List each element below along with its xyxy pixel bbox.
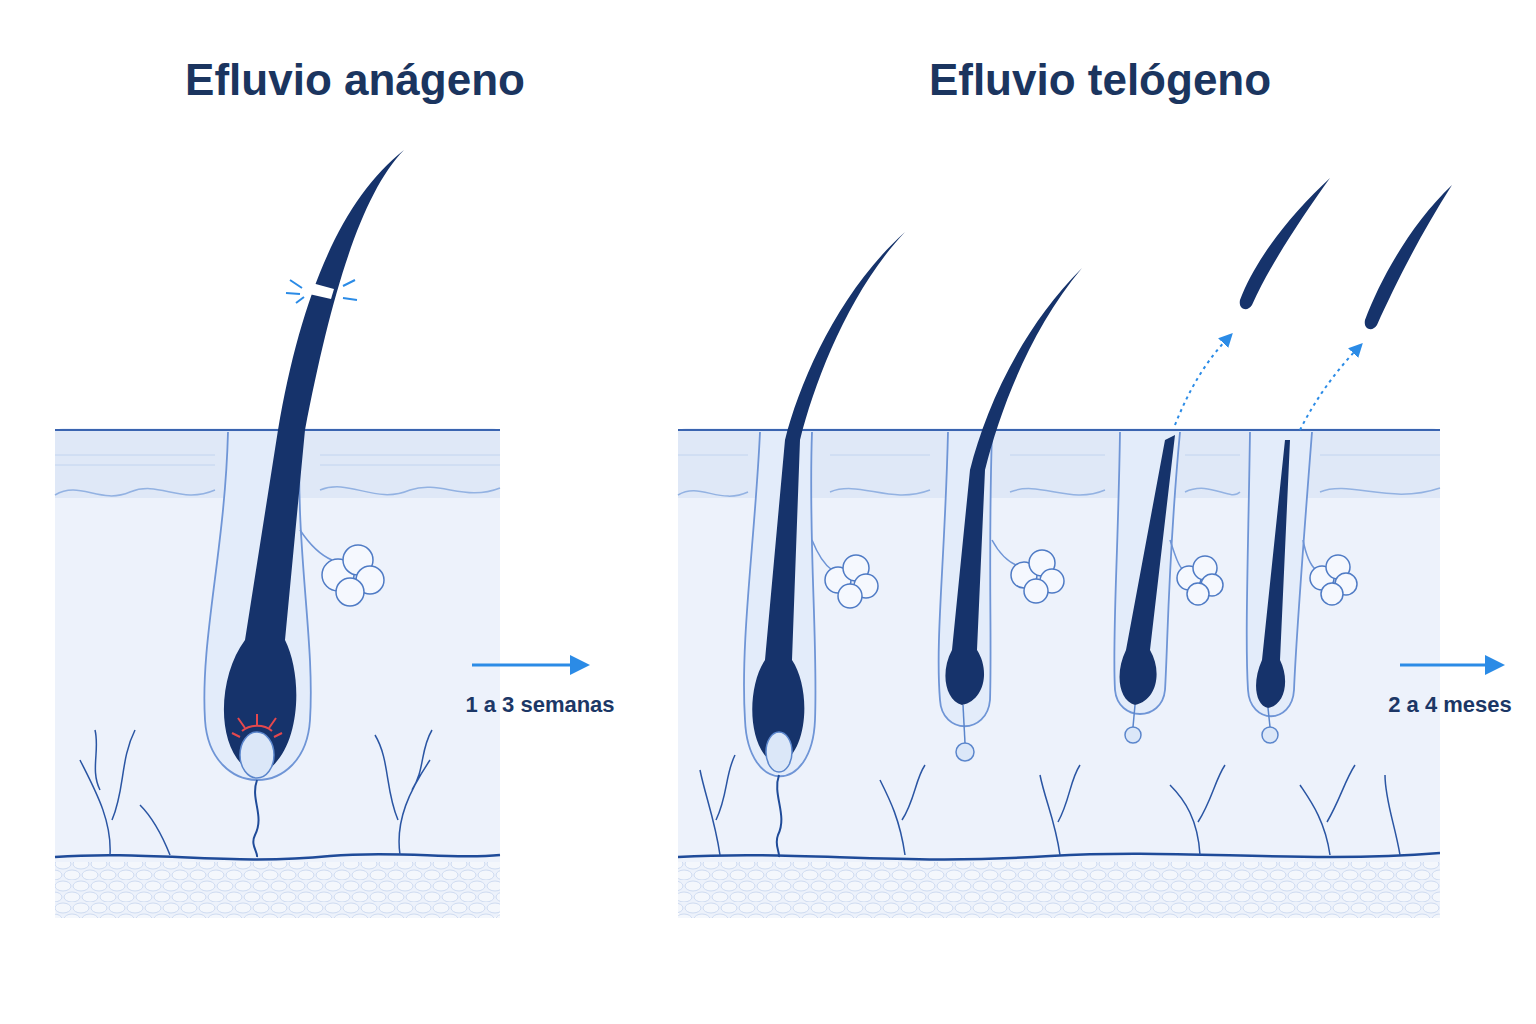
papilla-stalk	[1268, 708, 1270, 727]
hair-shaft	[224, 150, 404, 775]
shedding-arrow	[1175, 338, 1228, 425]
telogen-hair	[945, 268, 1082, 705]
capillaries	[700, 755, 1400, 855]
panel-heading: Efluvio telógeno	[800, 52, 1400, 108]
skin-panel-left	[55, 150, 590, 918]
blood-vessel	[55, 854, 500, 859]
dermal-papilla	[956, 743, 974, 761]
telogen-hair-root	[1120, 435, 1175, 705]
papillae	[766, 727, 1278, 772]
panel-node: Efluvio telógeno	[678, 50, 1440, 918]
shedding-arrows	[1175, 338, 1358, 430]
papilla-vessel	[253, 780, 258, 857]
gland-duct	[992, 540, 1018, 566]
shedding-arrow	[1300, 348, 1358, 430]
damage-arc	[242, 726, 272, 731]
panel-node: Efluvio anágeno	[55, 50, 500, 918]
time-arrow	[1400, 664, 1495, 667]
damage-rays	[232, 714, 282, 737]
papilla-vessels	[777, 775, 782, 857]
hairs	[752, 178, 1452, 765]
dermal-papilla	[1262, 727, 1278, 743]
telogen-hair-root	[1256, 440, 1290, 708]
gland-lobe	[838, 584, 862, 608]
papilla-vessel	[777, 775, 782, 857]
panel-heading: Efluvio anágeno	[105, 52, 605, 108]
duration-label: 1 a 3 semanas	[440, 691, 640, 719]
sebaceous-gland	[322, 545, 384, 606]
follicle-sheath	[1114, 432, 1180, 714]
papilla-stalks	[963, 705, 1270, 743]
gland-duct	[1303, 540, 1316, 570]
follicle-sheath	[1247, 432, 1312, 716]
duration-label: 2 a 4 meses	[1360, 691, 1536, 719]
fat-layer	[55, 862, 500, 918]
hair-break	[309, 283, 334, 299]
break-marks	[286, 280, 357, 303]
blood-vessel	[678, 853, 1440, 859]
papilla-stalk	[963, 705, 965, 743]
follicle-sheaths	[744, 432, 1312, 776]
gland-duct	[1170, 540, 1183, 570]
skin-panel-right	[678, 178, 1505, 918]
dermal-papilla	[240, 732, 274, 778]
gland-lobe	[1024, 579, 1048, 603]
dermal-papilla	[1125, 727, 1141, 743]
shed-hair	[1365, 185, 1452, 329]
dermal-papilla	[766, 732, 792, 772]
gland-lobe	[336, 578, 364, 606]
shed-hair	[1240, 178, 1330, 309]
skin-surface	[55, 429, 500, 431]
time-arrow	[472, 664, 580, 667]
gland-duct	[300, 530, 332, 560]
time-arrow-head	[570, 655, 590, 675]
gland-duct	[812, 540, 832, 570]
gland-ducts	[812, 540, 1316, 570]
gland-lobe	[1187, 583, 1209, 605]
time-arrow-head	[1485, 655, 1505, 675]
papilla-stalk	[1133, 705, 1135, 727]
gland-lobe	[1321, 583, 1343, 605]
anagen-hair	[752, 232, 905, 765]
fat-layer	[678, 862, 1440, 918]
